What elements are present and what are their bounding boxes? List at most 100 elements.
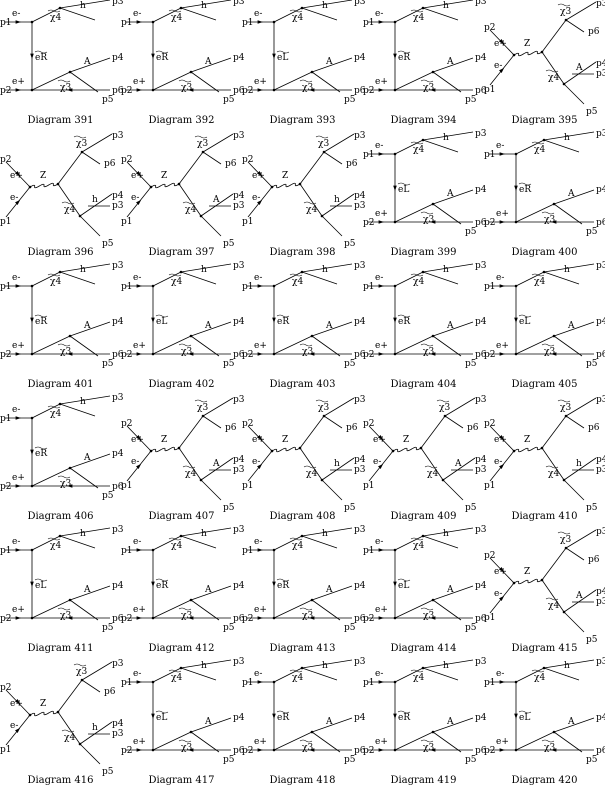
label-p6: p6 [112,614,124,624]
label-chi3: χ3 [544,215,555,225]
label-Z: Z [40,171,46,181]
label-p2: p2 [484,419,496,429]
label-chi4: χ4 [534,673,545,683]
tilde-mark [518,182,532,186]
vertex-dot [298,182,302,186]
arrow-marker [15,352,21,356]
vertex-dot [58,402,62,406]
vertex-dot [199,478,203,482]
label-p5: p5 [586,503,598,513]
vertex-dot [298,446,302,450]
tilde-mark [541,739,555,743]
propagator-line [81,133,113,153]
vertex-dot [322,150,326,154]
label-eminus: e- [252,193,260,203]
label-A: A [204,57,212,67]
arrow-marker [30,449,34,455]
tilde-mark [420,607,434,611]
propagator-line [515,667,545,683]
arrow-marker [30,317,34,323]
label-eminus: e- [131,193,139,203]
arrow-marker [378,88,384,92]
label-p5: p5 [586,227,598,237]
label-eminus: e- [494,61,502,71]
label-p6: p6 [346,159,358,169]
tilde-mark [289,273,303,277]
vertex-dot [540,578,544,582]
arrow-marker [378,463,384,469]
label-chi3: χ3 [302,611,313,621]
propagator-line [394,535,424,551]
label-p6: p6 [233,614,245,624]
propagator-line [422,7,459,21]
vertex-dot [542,270,546,274]
propagator-line [190,731,220,753]
tilde-mark [289,669,303,673]
vertex-dot [151,88,155,92]
label-p2: p2 [0,86,12,96]
label-chi4: χ4 [534,145,545,155]
label-chi3: χ3 [197,403,208,413]
label-p3: p3 [112,525,124,535]
tilde-mark [397,182,411,186]
label-p1: p1 [242,546,254,556]
label-chi4: χ4 [50,277,61,287]
diagram-caption: Diagram 400 [511,247,578,258]
label-eplus: e+ [373,435,386,445]
vertex-dot [201,150,205,154]
label-p4: p4 [112,581,124,591]
arrow-marker [430,616,436,620]
propagator-line [394,271,424,287]
label-chi4: χ4 [413,541,424,551]
label-p3: p3 [233,0,245,7]
label-p2: p2 [242,419,254,429]
label-p1: p1 [121,18,133,28]
propagator-line [190,57,232,73]
propagator-line [152,7,182,23]
label-eplus: e+ [133,605,146,615]
propagator-line [543,271,580,285]
label-p5: p5 [586,359,598,369]
label-h: h [564,265,570,275]
propagator-line [273,535,303,551]
label-selectron: eR [277,713,289,723]
arrow-marker [151,53,155,59]
label-chi4: χ4 [413,13,424,23]
label-chi4: χ4 [64,205,75,215]
arrow-marker [309,88,315,92]
label-eminus: e- [10,193,18,203]
tilde-mark [303,465,317,469]
label-selectron: eL [156,713,167,723]
label-p3: p3 [596,527,605,537]
vertex-dot [270,449,274,453]
label-Z: Z [403,435,409,445]
label-p3: p3 [354,395,366,405]
label-p4: p4 [233,581,245,591]
tilde-mark [276,578,290,582]
label-eplus: e+ [12,605,25,615]
arrow-marker [499,152,505,156]
label-eminus: e- [375,669,383,679]
z-boson-line [513,50,543,57]
diagram-caption: Diagram 393 [269,115,336,126]
vertex-dot [393,352,397,356]
label-p5: p5 [586,107,598,117]
propagator-line [541,447,565,481]
propagator-line [311,71,341,93]
z-boson-line [29,710,59,717]
propagator-line [422,0,474,9]
arrow-marker [309,616,315,620]
label-p5: p5 [465,95,477,105]
arrow-marker [393,185,397,191]
propagator-line [31,467,71,487]
label-eplus: e+ [375,605,388,615]
